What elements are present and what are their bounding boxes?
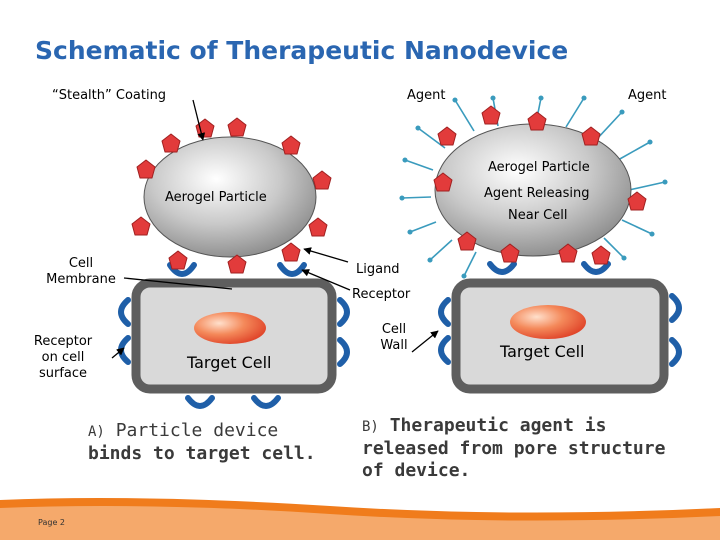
caption-a: A) Particle device binds to target cell. (88, 420, 316, 464)
receptor-surface-pointer (111, 347, 125, 359)
ligand-b3 (437, 126, 457, 146)
target-cell-b-label: Target Cell (500, 342, 585, 361)
receptor-b2 (581, 261, 611, 275)
caption-a-tag: A) (88, 424, 105, 440)
receptor-b6 (669, 337, 682, 367)
receptor-b5 (669, 293, 682, 323)
nucleus-b (510, 305, 586, 339)
ligand-b7 (457, 231, 477, 251)
callout-lines (111, 99, 439, 359)
cell-membrane-label: Cell Membrane (46, 256, 116, 287)
agent-label-left: Agent (407, 88, 446, 103)
ligand-b5 (433, 172, 453, 192)
agent-label-right: Agent (628, 88, 667, 103)
ligand-pointer (303, 247, 349, 263)
ligand-b10 (591, 245, 611, 265)
nucleus-a (194, 312, 266, 344)
aerogel-particle-b-label: Aerogel Particle (488, 160, 590, 175)
footer-accent (0, 498, 720, 540)
target-cell-a-label: Target Cell (187, 353, 272, 372)
cell-wall-label: Cell Wall (380, 322, 408, 353)
page-number: Page 2 (38, 518, 65, 527)
ligands (131, 105, 647, 274)
ligand-a9 (168, 250, 188, 270)
receptor-b1 (487, 261, 517, 275)
ligand-a2 (227, 117, 247, 137)
target-cell-b (451, 278, 669, 394)
agent-releasing-label: Agent Releasing (484, 186, 590, 201)
receptor-a6 (337, 337, 350, 367)
receptor-pointer (301, 269, 351, 291)
ligand-label: Ligand (356, 262, 400, 277)
ligand-b4 (581, 126, 601, 146)
ligand-a7 (131, 216, 151, 236)
stealth-coating-label: “Stealth” Coating (52, 88, 167, 103)
target-cell-a (131, 278, 337, 394)
ligand-a10 (227, 254, 247, 274)
receptor-a5 (337, 297, 350, 327)
ligand-b1 (481, 105, 501, 125)
ligand-a11 (281, 242, 301, 262)
caption-b: B) Therapeutic agent is released from po… (362, 415, 666, 481)
receptor-a7 (185, 395, 215, 409)
ligand-a5 (136, 159, 156, 179)
receptor-a8 (251, 395, 281, 409)
receptor-label: Receptor (352, 287, 411, 302)
receptor-a3 (118, 297, 131, 327)
cell-wall-pointer (411, 330, 439, 353)
ligand-b8 (500, 243, 520, 263)
receptor-a2 (277, 262, 307, 277)
stealth-coating-pointer (192, 99, 206, 141)
aerogel-particle-a-label: Aerogel Particle (165, 190, 267, 205)
cell-membrane-pointer (123, 277, 233, 290)
receptor-on-cell-surface-label: Receptor on cell surface (33, 334, 93, 381)
aerogel-particle-a (143, 136, 317, 258)
ligand-a4 (281, 135, 301, 155)
ligand-b6 (627, 191, 647, 211)
ligand-a3 (161, 133, 181, 153)
page-title: Schematic of Therapeutic Nanodevice (35, 36, 569, 65)
caption-b-tag: B) (362, 419, 379, 435)
near-cell-label: Near Cell (508, 208, 568, 223)
ligand-a6 (312, 170, 332, 190)
ligand-b2 (527, 111, 547, 131)
ligand-b9 (558, 243, 578, 263)
receptor-b3 (438, 297, 451, 327)
receptors (118, 261, 682, 409)
receptor-b4 (438, 335, 451, 365)
ligand-a8 (308, 217, 328, 237)
